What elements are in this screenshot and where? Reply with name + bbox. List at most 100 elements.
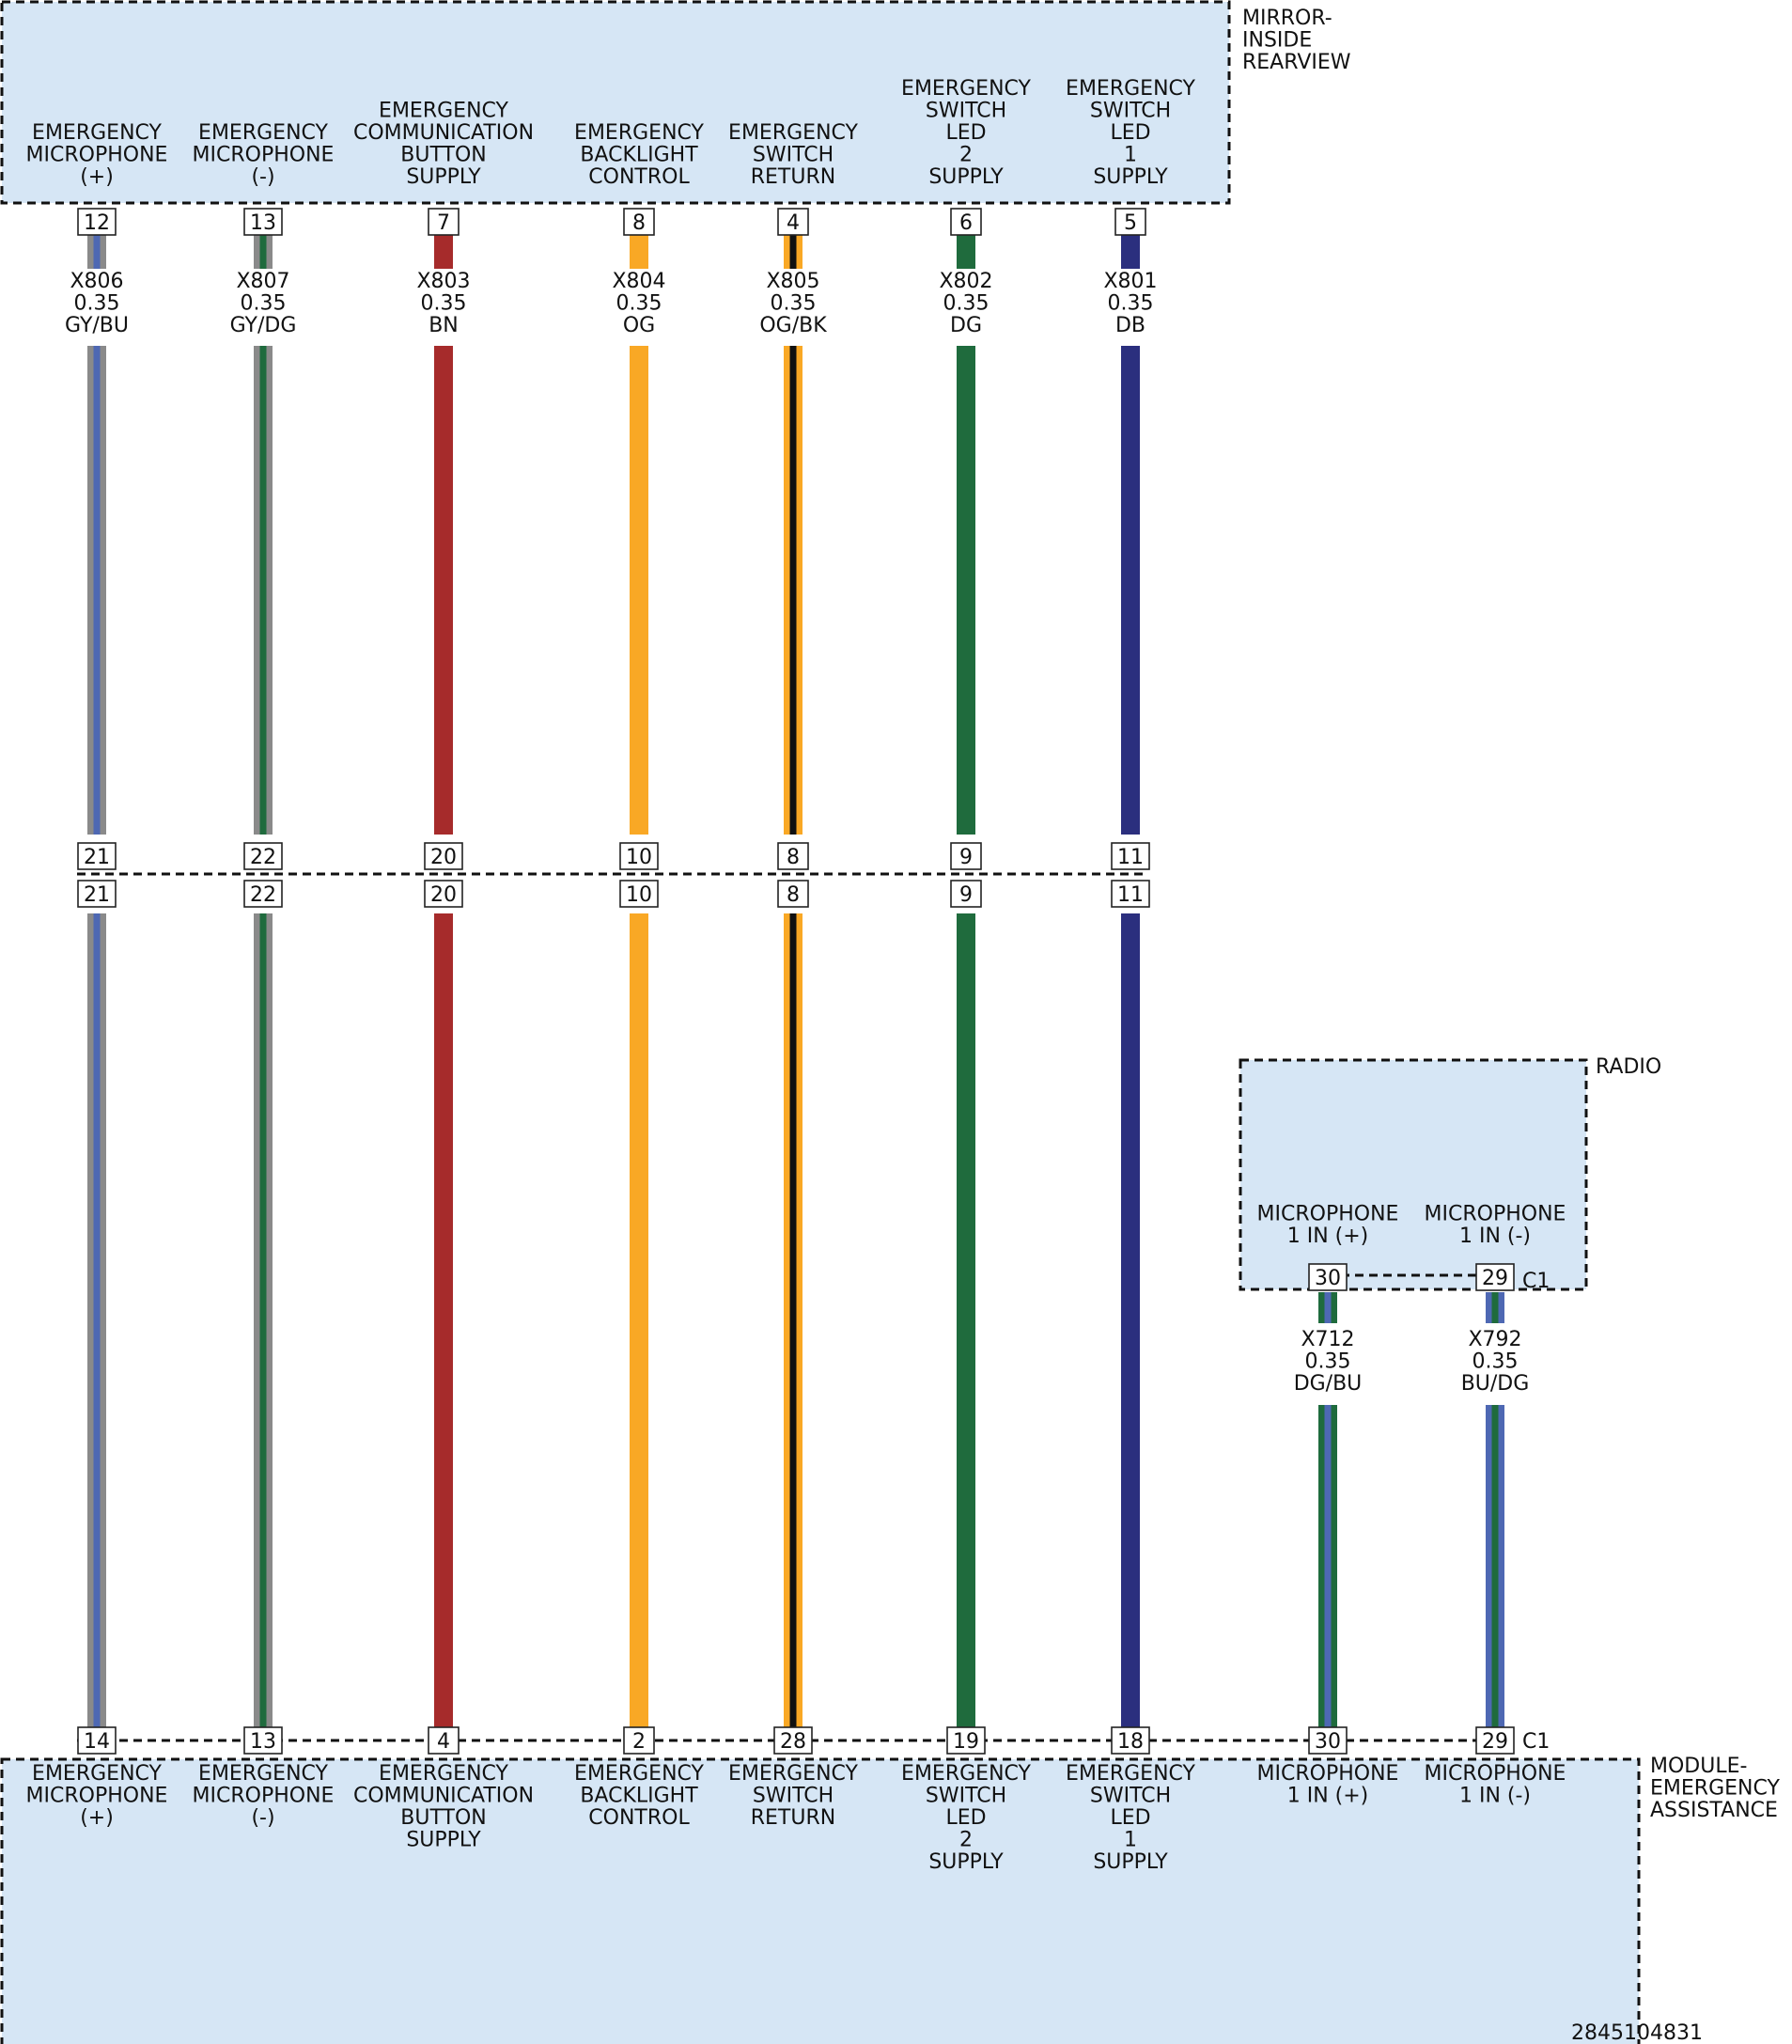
circuit-x802-inline-pin-a <box>950 842 982 870</box>
circuit-x802-mirror-pin <box>950 208 982 236</box>
circuit-x802-module-pin <box>946 1726 986 1755</box>
circuit-x805-wire-lower-stripe <box>789 913 797 1727</box>
circuit-x804-module-pin <box>623 1726 655 1755</box>
circuit-x712-radio-pin <box>1308 1263 1348 1291</box>
module-connector-label: C1 <box>1522 1730 1550 1754</box>
circuit-x805-wire-stub-stripe <box>789 235 797 269</box>
circuit-x803-inline-pin-a-label: 20 <box>430 846 457 869</box>
circuit-x803-inline-pin-b <box>424 880 463 908</box>
circuit-x804-wire-stub <box>630 235 648 269</box>
circuit-x802-inline-pin-a-label: 9 <box>959 846 973 869</box>
circuit-x805-inline-pin-b-label: 8 <box>787 883 800 907</box>
circuit-x801-mirror-pin-label: 5 <box>1124 211 1137 235</box>
figure-id: 2845104831 <box>1571 2021 1703 2044</box>
circuit-x804-wire-lower <box>630 913 648 1727</box>
circuit-x807-module-pin <box>243 1726 283 1755</box>
circuit-x792-wire-stripe <box>1491 1405 1499 1727</box>
circuit-x807-wire-lower-stripe <box>259 913 267 1727</box>
circuit-x805-mirror-pin <box>777 208 809 236</box>
circuit-x801-inline-pin-a-label: 11 <box>1117 846 1144 869</box>
circuit-x802-inline-pin-b-label: 9 <box>959 883 973 907</box>
circuit-x806-inline-pin-a-label: 21 <box>84 846 110 869</box>
circuit-x801-wire-lower <box>1121 913 1140 1727</box>
circuit-x802-wire-stub <box>957 235 975 269</box>
circuit-x806-inline-pin-b <box>77 880 117 908</box>
circuit-x805-wire-upper-stripe <box>789 346 797 835</box>
circuit-x803-module-pin-label: 4 <box>437 1730 450 1754</box>
circuit-x801-module-pin <box>1111 1726 1150 1755</box>
circuit-x804-mirror-pin-label: 8 <box>632 211 646 235</box>
circuit-x792-module-pin <box>1475 1726 1515 1755</box>
circuit-x803-mirror-pin <box>428 208 460 236</box>
circuit-x803-wire-lower <box>434 913 453 1727</box>
circuit-x802-mirror-pin-label: 6 <box>959 211 973 235</box>
circuit-x804-mirror-pin <box>623 208 655 236</box>
circuit-x807-mirror-pin <box>243 208 283 236</box>
circuit-x712-module-pin-label: 30 <box>1315 1730 1341 1754</box>
circuit-x806-inline-pin-a <box>77 842 117 870</box>
circuit-x805-module-pin-label: 28 <box>780 1730 806 1754</box>
mirror-box <box>0 0 1231 205</box>
circuit-x806-module-pin-label: 14 <box>84 1730 110 1754</box>
circuit-x803-inline-pin-a <box>424 842 463 870</box>
circuit-x801-mirror-pin <box>1114 208 1146 236</box>
circuit-x802-inline-pin-b <box>950 880 982 908</box>
circuit-x803-inline-pin-b-label: 20 <box>430 883 457 907</box>
circuit-x806-wire-upper-stripe <box>93 346 101 835</box>
circuit-x712-radio-pin-label: 30 <box>1315 1267 1341 1290</box>
circuit-x804-wire-upper <box>630 346 648 835</box>
circuit-x805-inline-pin-a-label: 8 <box>787 846 800 869</box>
circuit-x802-wire-upper <box>957 346 975 835</box>
circuit-x806-inline-pin-b-label: 21 <box>84 883 110 907</box>
circuit-x792-module-pin-label: 29 <box>1482 1730 1508 1754</box>
circuit-x792-radio-pin-label: 29 <box>1482 1267 1508 1290</box>
circuit-x792-radio-pin <box>1475 1263 1515 1291</box>
module-box <box>0 1757 1641 2044</box>
circuit-x807-mirror-pin-label: 13 <box>250 211 276 235</box>
circuit-x807-inline-pin-b <box>243 880 283 908</box>
circuit-x806-module-pin <box>77 1726 117 1755</box>
circuit-x802-wire-lower <box>957 913 975 1727</box>
circuit-x712-wire-stub-stripe <box>1324 1292 1332 1323</box>
circuit-x803-mirror-pin-label: 7 <box>437 211 450 235</box>
circuit-x807-wire-stub-stripe <box>259 235 267 269</box>
circuit-x804-module-pin-label: 2 <box>632 1730 646 1754</box>
circuit-x804-inline-pin-b-label: 10 <box>626 883 652 907</box>
circuit-x804-inline-pin-b <box>619 880 659 908</box>
circuit-x803-wire-stub <box>434 235 453 269</box>
circuit-x801-wire-upper <box>1121 346 1140 835</box>
circuit-x806-mirror-pin-label: 12 <box>84 211 110 235</box>
circuit-x805-module-pin <box>773 1726 813 1755</box>
wires-layer <box>87 235 1504 1727</box>
circuit-x804-inline-pin-a-label: 10 <box>626 846 652 869</box>
radio-box <box>1239 1058 1588 1291</box>
circuit-x801-inline-pin-b <box>1111 880 1150 908</box>
circuit-x805-mirror-pin-label: 4 <box>787 211 800 235</box>
